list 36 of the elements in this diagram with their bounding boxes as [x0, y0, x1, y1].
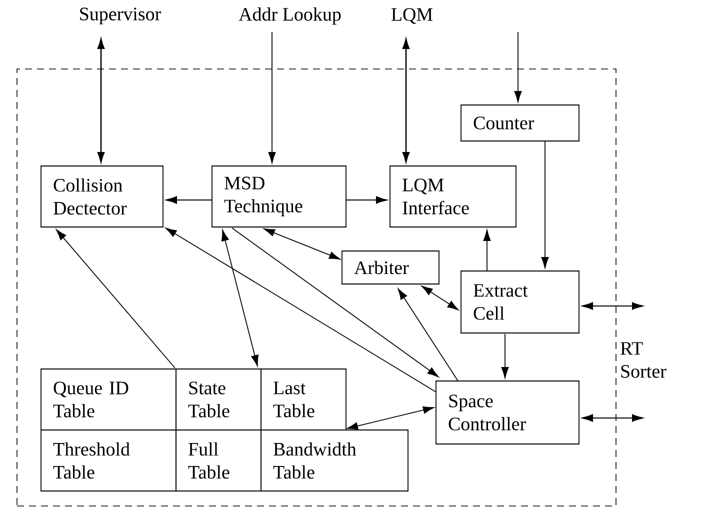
- arrow: [56, 229, 176, 368]
- arrow: [165, 228, 436, 392]
- arrow: [582, 302, 644, 310]
- process-box: Collision Dectector: [40, 166, 164, 228]
- table-cell: Last Table: [260, 368, 346, 430]
- table-cell: Threshold Table: [40, 430, 176, 492]
- arrow: [541, 140, 549, 268]
- table-cell: State Table: [176, 368, 262, 430]
- process-box: LQM Interface: [390, 166, 516, 228]
- process-box: Counter: [460, 104, 580, 142]
- arrow: [501, 334, 509, 378]
- table-cell: Bandwidth Table: [260, 430, 408, 492]
- block-label: RT Sorter: [620, 342, 666, 378]
- arrow: [232, 228, 439, 378]
- process-box: MSD Technique: [212, 166, 346, 228]
- arrow: [402, 38, 410, 162]
- arrow: [268, 32, 276, 164]
- arrow: [398, 288, 458, 382]
- arrow: [222, 230, 259, 366]
- arrow: [514, 32, 522, 102]
- process-box: Extract Cell: [460, 270, 580, 334]
- table-cell: Queue ID Table: [40, 368, 176, 430]
- process-box: Space Controller: [436, 380, 580, 444]
- process-box: Arbiter: [342, 250, 440, 284]
- block-label: Supervisor: [80, 8, 161, 24]
- table-cell: Full Table: [176, 430, 262, 492]
- arrow: [346, 196, 388, 204]
- arrow: [264, 228, 340, 260]
- block-label: Addr Lookup: [238, 7, 341, 25]
- arrow: [346, 406, 434, 430]
- arrow: [483, 230, 491, 272]
- arrow: [97, 38, 105, 162]
- arrow: [582, 414, 644, 422]
- arrow: [421, 286, 459, 310]
- block-label: LQM: [391, 8, 433, 24]
- arrow: [166, 196, 212, 204]
